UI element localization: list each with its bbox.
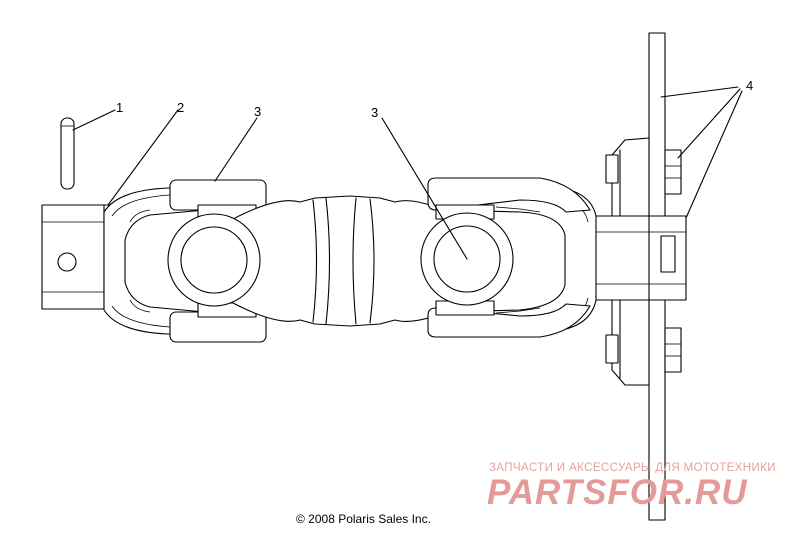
watermark-logo: PARTSFOR.RU — [487, 473, 748, 512]
bolt-bottom — [664, 327, 682, 373]
output-shaft — [579, 215, 687, 301]
callout-label: 1 — [116, 100, 123, 115]
left-cross-bearing — [167, 213, 261, 307]
watermark-tagline: ЗАПЧАСТИ И АКСЕССУАРЫ ДЛЯ МОТОТЕХНИКИ — [489, 462, 776, 474]
callout-label: 2 — [177, 100, 184, 115]
callout-label: 3 — [371, 105, 378, 120]
callout-label: 3 — [254, 104, 261, 119]
copyright-notice: © 2008 Polaris Sales Inc. — [296, 512, 431, 526]
leader-lines — [72, 86, 743, 260]
bolt-top — [664, 149, 682, 195]
callout-label: 4 — [746, 78, 753, 93]
center-tube — [221, 195, 471, 327]
pin-part — [60, 117, 75, 190]
input-shaft — [41, 204, 113, 310]
